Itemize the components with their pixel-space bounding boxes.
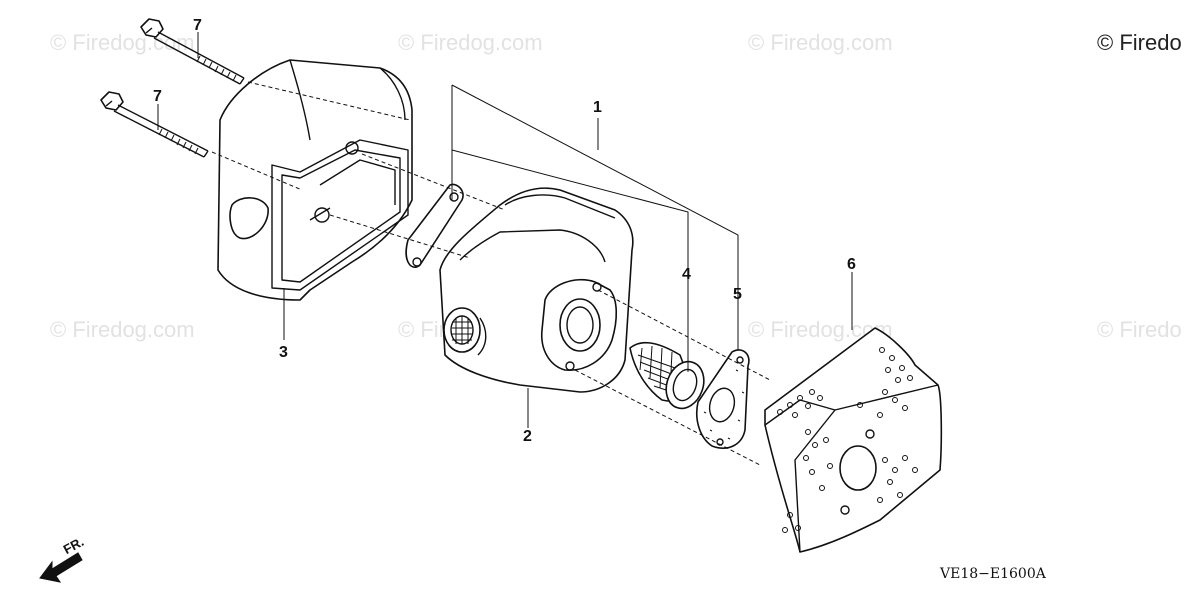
callout-part-2: 2: [523, 428, 532, 445]
watermark-mid-1: © Firedog.com: [50, 317, 195, 342]
diagram-code: VE18−E1600A: [940, 566, 1046, 582]
exhaust-gasket: [696, 349, 750, 449]
bolt-lower: [100, 91, 209, 158]
front-direction-arrow-icon: [39, 552, 83, 583]
watermark-top-2: © Firedog.com: [398, 30, 543, 55]
callout-leader-lines: [157, 32, 853, 466]
watermark-top-4: © Firedo: [1097, 30, 1182, 55]
watermark-top-1: © Firedog.com: [50, 30, 195, 55]
perforated-heat-shield: [764, 327, 943, 553]
callout-part-7-upper: 7: [193, 17, 202, 34]
gasket-ring: [665, 360, 705, 410]
callout-part-7-lower: 7: [153, 88, 162, 105]
watermark-mid-4: © Firedo: [1097, 317, 1182, 342]
callout-part-3: 3: [279, 344, 288, 361]
bolt-upper: [140, 18, 245, 85]
callout-part-1: 1: [593, 99, 602, 116]
callout-part-6: 6: [847, 256, 856, 273]
muffler-body: [439, 187, 634, 393]
muffler-gasket-plate: [405, 183, 464, 268]
watermark-top-3: © Firedog.com: [748, 30, 893, 55]
callout-part-4: 4: [682, 266, 691, 283]
callout-part-5: 5: [733, 286, 742, 303]
muffler-protector-cover: [217, 59, 413, 301]
